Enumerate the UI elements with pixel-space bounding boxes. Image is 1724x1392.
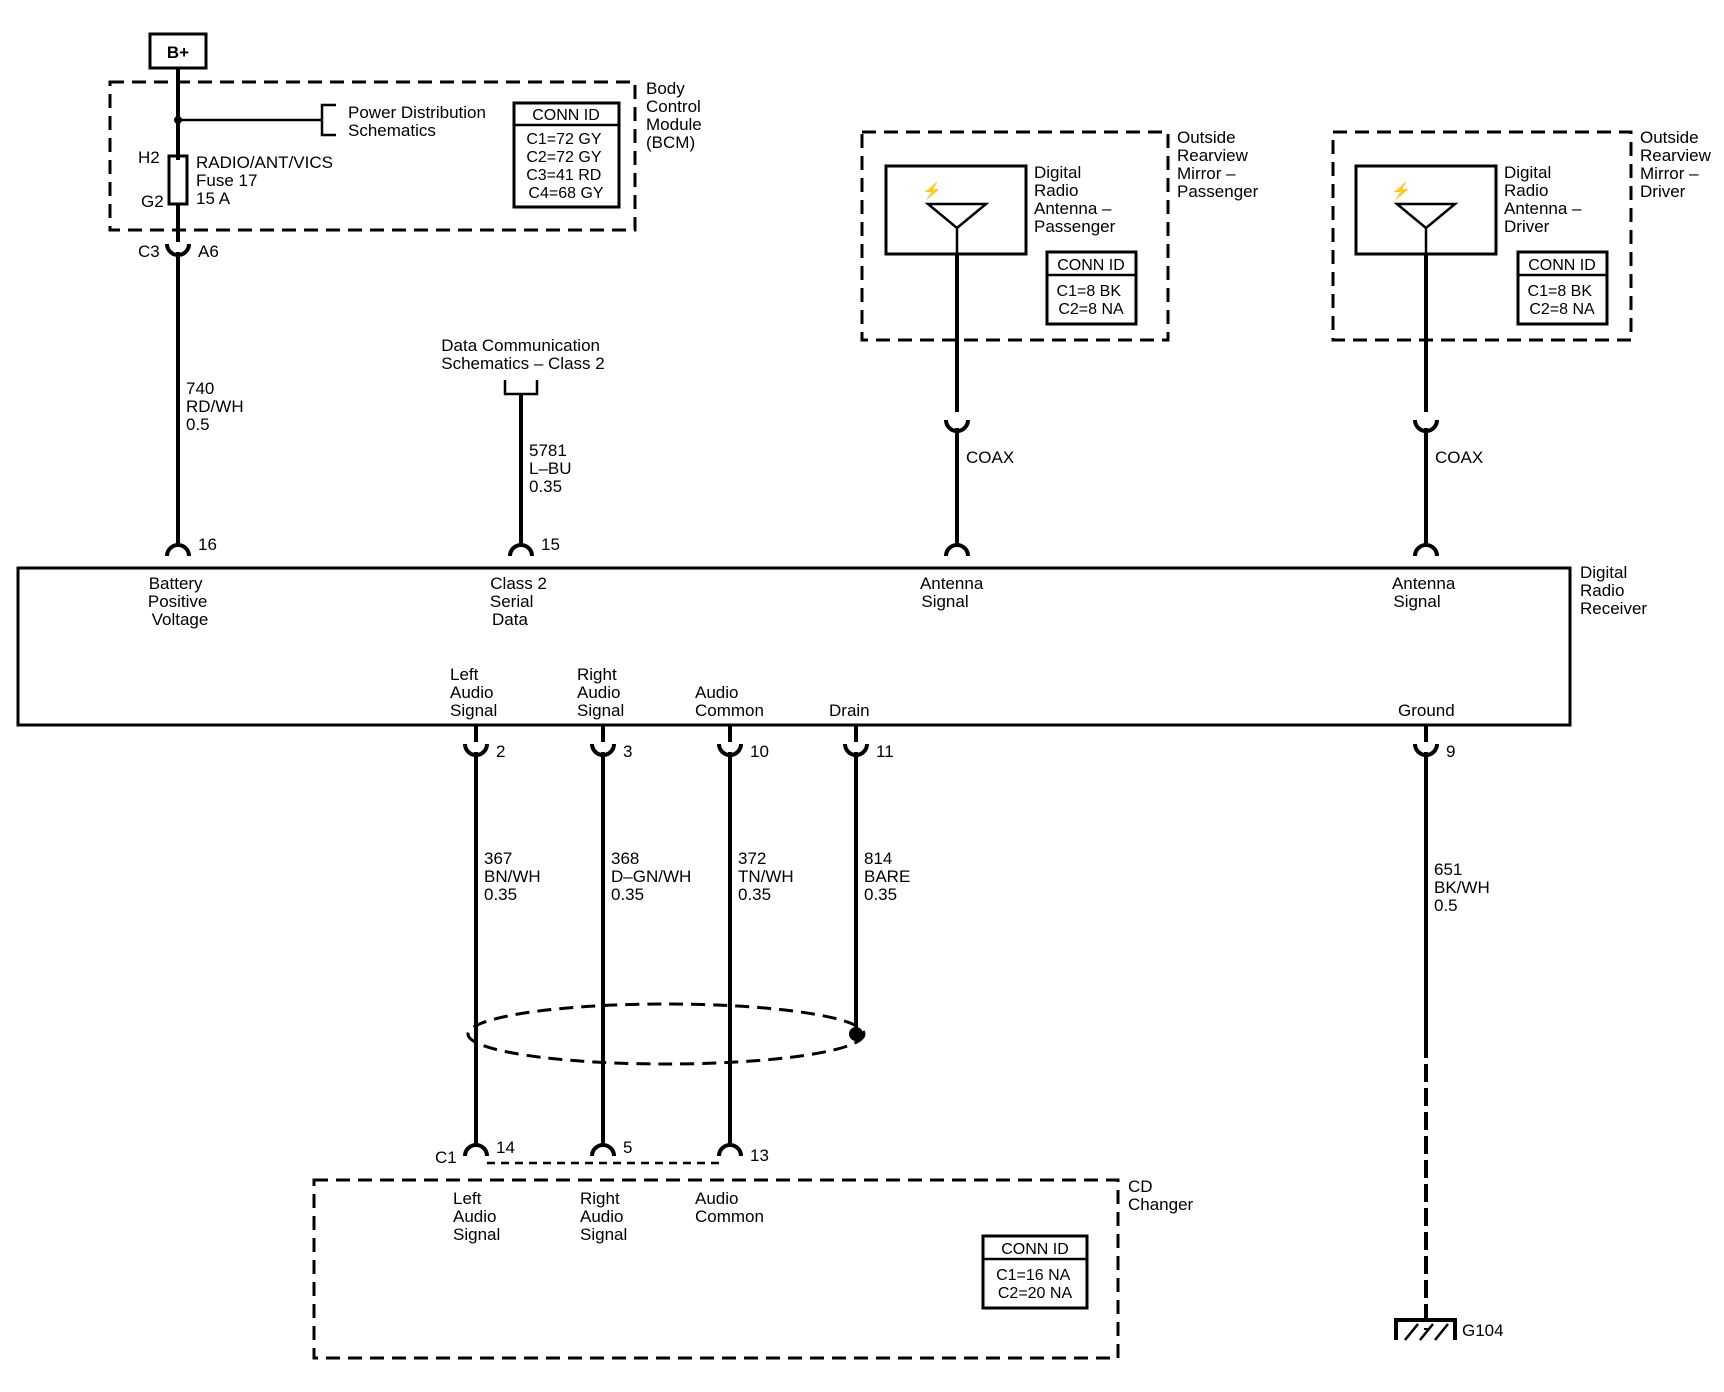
receiver-antenna-passenger-label: Antenna Signal [920,574,988,611]
svg-text:CONN ID: CONN ID [532,107,600,124]
power-distribution-ref[interactable]: Power Distribution Schematics [348,103,491,140]
battery-positive-terminal: B+ [148,32,208,70]
cd-changer-conn-id-table: CONN ID C1=16 NA C2=20 NA [981,1234,1089,1310]
mirror-passenger-name: Outside Rearview Mirror – Passenger [1177,128,1259,201]
receiver-pin-16: 16 [198,535,217,554]
bcm-name: Body Control Module (BCM) [646,79,707,152]
receiver-class2-label: Class 2 Serial Data [490,574,552,629]
receiver-pin-10: 10 [750,742,769,761]
bcm-module: Body Control Module (BCM) Power Distribu… [108,79,707,232]
svg-text:CONN ID: CONN ID [1001,1241,1069,1258]
svg-text:C3: C3 [138,242,160,261]
receiver-left-audio-label: Left Audio Signal [450,665,498,720]
receiver-battery-voltage-label: Battery Positive Voltage [148,574,212,629]
cd-audio-common-label: Audio Common [695,1189,764,1226]
antenna-driver-label: Digital Radio Antenna – Driver [1504,163,1586,236]
battery-label: B+ [167,43,189,62]
ground-label: G104 [1462,1321,1504,1340]
cd-left-audio-label: Left Audio Signal [453,1189,501,1244]
antenna-driver-conn-id-table: CONN ID C1=8 BK C2=8 NA [1516,250,1609,326]
mirror-driver-name: Outside Rearview Mirror – Driver [1640,128,1716,201]
bcm-pin-h2: H2 [138,148,160,167]
cd-changer-module: C1 14 5 13 CD Changer Left Audio Signal … [312,1138,1194,1360]
svg-text:⚡: ⚡ [1391,181,1411,200]
fuse-icon [167,154,189,206]
bcm-pin-g2: G2 [141,192,164,211]
svg-text:C1=72 GY C2=72 GY: C1=72 GY C2=72 GY C3=41 RD C4=68 GY [526,131,606,202]
shield-ellipse [466,1002,866,1066]
cd-changer-name: CD Changer [1128,1177,1194,1214]
antenna-passenger-label: Digital Radio Antenna – Passenger [1034,163,1116,236]
data-communication-ref[interactable]: Data Communication Schematics – Class 2 [441,336,604,373]
receiver-ground-label: Ground [1398,701,1455,720]
drain-splice-dot [849,1027,863,1041]
receiver-right-audio-label: Right Audio Signal [577,665,625,720]
wire-common-label: 372 TN/WH 0.35 [738,849,798,904]
ground-symbol-icon [1394,1318,1457,1341]
receiver-audio-common-label: Audio Common [695,683,764,720]
wire-ground-label: 651 BK/WH 0.5 [1434,860,1494,915]
cd-right-audio-label: Right Audio Signal [580,1189,628,1244]
cd-changer-conn-label: C1 [435,1148,457,1167]
receiver-pin-15-connector [508,543,534,557]
digital-radio-receiver: Digital Radio Receiver Battery Positive … [16,563,1647,727]
wire-class2-label: 5781 L–BU 0.35 [529,441,576,496]
wire-left-label: 367 BN/WH 0.35 [484,849,545,904]
antenna-passenger-icon: ⚡ [922,181,990,254]
cd-pin-13: 13 [750,1146,769,1165]
antenna-passenger-module: Outside Rearview Mirror – Passenger ⚡ Di… [860,128,1259,342]
svg-text:C1=8 BK C2=8 NA: C1=8 BK C2=8 NA [1057,283,1126,318]
antenna-driver-module: Outside Rearview Mirror – Driver ⚡ Digit… [1331,128,1716,342]
cd-pin-14: 14 [496,1138,515,1157]
receiver-pin-11: 11 [876,742,894,761]
svg-text:CONN ID: CONN ID [1528,257,1596,274]
wire-drain-label: 814 BARE 0.35 [864,849,915,904]
receiver-name: Digital Radio Receiver [1580,563,1647,618]
receiver-pin-2: 2 [496,742,505,761]
cd-pin-5: 5 [623,1138,632,1157]
receiver-antenna-driver-label: Antenna Signal [1392,574,1460,611]
svg-text:C1=8 BK C2=8 NA: C1=8 BK C2=8 NA [1528,283,1597,318]
svg-text:⚡: ⚡ [922,181,942,200]
svg-text:CONN ID: CONN ID [1057,257,1125,274]
receiver-pin-16-connector [165,543,191,557]
bcm-conn-id-table: CONN ID C1=72 GY C2=72 GY C3=41 RD C4=68… [512,101,621,209]
coax-driver-label: COAX [1435,448,1483,467]
antenna-passenger-conn-id-table: CONN ID C1=8 BK C2=8 NA [1045,250,1138,326]
fuse-label: RADIO/ANT/VICS Fuse 17 15 A [196,153,338,208]
receiver-drain-label: Drain [829,701,870,720]
antenna-driver-icon: ⚡ [1391,181,1459,254]
receiver-pin-9: 9 [1446,742,1455,761]
coax-passenger-label: COAX [966,448,1014,467]
wire-right-label: 368 D–GN/WH 0.35 [611,849,696,904]
wire-bplus-label: 740 RD/WH 0.5 [186,379,248,434]
receiver-pin-3: 3 [623,742,632,761]
svg-text:C1=16 NA C2=20 NA: C1=16 NA C2=20 NA [996,1267,1074,1302]
svg-text:A6: A6 [198,242,219,261]
receiver-pin-15: 15 [541,535,560,554]
